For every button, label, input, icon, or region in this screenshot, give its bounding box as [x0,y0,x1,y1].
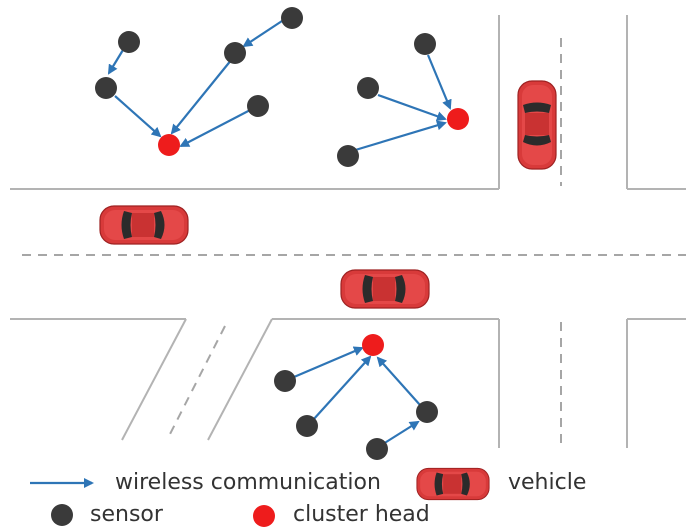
cluster-heads [158,108,469,356]
sensor-node [274,370,296,392]
sensor-node [296,415,318,437]
legend-vehicle-label: vehicle [508,470,587,495]
cluster-head-node [158,134,180,156]
link-arrow [170,58,233,135]
lane-markings [22,38,686,448]
sensor-node [281,7,303,29]
sensor-node [118,31,140,53]
legend-cluster-head-icon [253,505,275,527]
link-arrow [293,346,364,379]
vehicle-middle-road [340,269,430,309]
sensor-node [414,33,436,55]
sensor-node [247,95,269,117]
link-arrow [312,355,372,421]
link-arrow [351,120,447,153]
sensor-node [357,77,379,99]
sensor-node [337,145,359,167]
sensor-node [95,77,117,99]
cluster-head-node [447,108,469,130]
legend-wireless-label: wireless communication [115,470,381,495]
vehicle-vertical-road [517,80,557,170]
sensor-node [366,438,388,460]
legend-vehicle-icon [416,467,490,501]
roads [10,15,686,448]
lane-dash-diagonal [166,325,226,441]
cluster-head-node [362,334,384,356]
link-arrow [114,95,162,138]
diagonal-road-edge-left [121,318,187,441]
legend-cluster-head-label: cluster head [293,502,430,527]
link-arrow [426,54,452,110]
vehicle-top-road [99,205,189,245]
link-arrow [179,106,257,147]
link-arrow [242,20,283,48]
legend-sensor-label: sensor [90,502,163,527]
link-arrow [382,420,420,445]
link-arrow [377,93,447,122]
sensor-node [224,42,246,64]
legend [30,467,490,527]
sensors [95,7,438,460]
diagonal-road-edge-right [207,318,273,441]
legend-sensor-icon [51,504,73,526]
sensor-node [416,401,438,423]
link-arrow [376,356,421,406]
